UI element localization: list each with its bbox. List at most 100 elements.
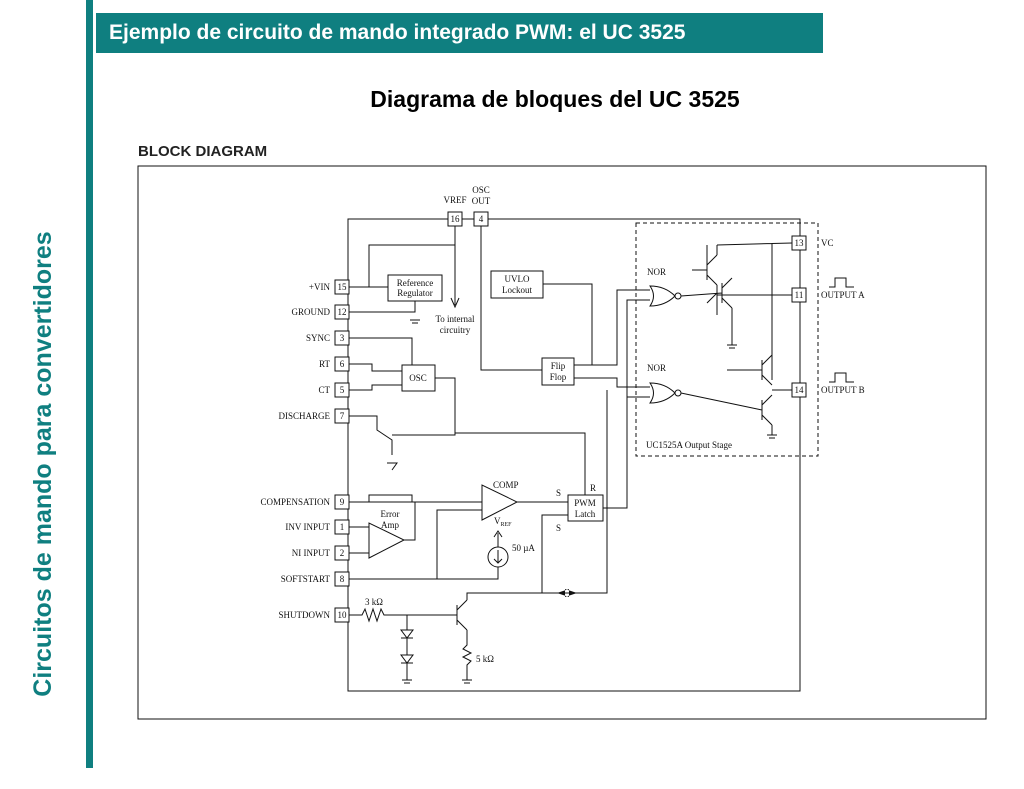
wire-vref xyxy=(450,226,460,309)
wire-uvlo xyxy=(543,283,593,365)
wire-ff-nor-b xyxy=(574,377,650,388)
wire-rt xyxy=(349,363,402,372)
nor-b-bubble xyxy=(674,389,682,397)
resistor-5k-label: 5 kΩ xyxy=(476,654,494,664)
pin-8-label: SOFTSTART xyxy=(281,574,331,584)
block-diagram-label: BLOCK DIAGRAM xyxy=(138,143,268,160)
ground-q2 xyxy=(727,308,737,349)
wire-osc-latch xyxy=(435,377,586,495)
oscillator-block xyxy=(401,364,436,392)
outer-frame xyxy=(137,165,987,720)
output-transistors xyxy=(680,242,793,439)
flip-flop-block xyxy=(541,357,575,386)
pin-4-num: 4 xyxy=(479,214,484,224)
pin-9-label: COMPENSATION xyxy=(260,497,330,507)
pin-2-num: 2 xyxy=(340,548,345,558)
pin-1-label: INV INPUT xyxy=(285,522,330,532)
slide-subtitle: Diagrama de bloques del UC 3525 xyxy=(370,86,740,112)
q1-wires xyxy=(706,245,718,315)
right-pins: 13 VC 11 OUTPUT A 14 OUTPUT B xyxy=(791,235,865,398)
q-shutdown-icon xyxy=(456,599,468,631)
nor-b-label: NOR xyxy=(647,363,666,373)
erroramp-label-2: Amp xyxy=(381,520,400,530)
side-title: Circuitos de mando para convertidores xyxy=(29,231,57,697)
uvlo-label-1: UVLO xyxy=(505,274,530,284)
pulse-a-icon xyxy=(829,277,854,288)
wire-comp xyxy=(349,494,482,503)
pin-3-num: 3 xyxy=(340,333,345,343)
wiring xyxy=(349,226,650,684)
pin-5-label: CT xyxy=(318,385,330,395)
pin-8-num: 8 xyxy=(340,574,345,584)
arrow-marks xyxy=(557,589,577,597)
comp-label: COMP xyxy=(493,480,519,490)
top-pins: 16 VREF 4 OSC OUT xyxy=(443,185,491,227)
pin-9-num: 9 xyxy=(340,497,345,507)
wire-discharge xyxy=(349,415,398,471)
latch-s2: S xyxy=(556,523,561,533)
pin-12-label: GROUND xyxy=(291,307,330,317)
q3-icon xyxy=(727,354,773,386)
pin-10-label: SHUTDOWN xyxy=(279,610,331,620)
pin-11-label: OUTPUT A xyxy=(821,290,865,300)
wire-ct xyxy=(349,384,402,391)
pin-10-num: 10 xyxy=(338,610,348,620)
pin-16-label: VREF xyxy=(443,195,466,205)
to-internal-label-1: To internal xyxy=(435,314,475,324)
erroramp-label-1: Error xyxy=(381,509,400,519)
resistor-3k-label: 3 kΩ xyxy=(365,597,383,607)
ref-reg-label-2: Regulator xyxy=(397,288,433,298)
pin-7-label: DISCHARGE xyxy=(278,411,330,421)
pin-7-num: 7 xyxy=(340,411,345,421)
current-label: 50 µA xyxy=(512,543,535,553)
ref-reg-label-1: Reference xyxy=(397,278,433,288)
current-arrow-icon xyxy=(493,550,503,564)
latch-r: R xyxy=(590,483,596,493)
ground-q4 xyxy=(767,425,777,439)
uvlo-label-2: Lockout xyxy=(502,285,532,295)
pin-6-num: 6 xyxy=(340,359,345,369)
wire-current xyxy=(437,567,499,580)
pin-14-label: OUTPUT B xyxy=(821,385,865,395)
latch-s1: S xyxy=(556,488,561,498)
wire-osc-out xyxy=(480,226,542,371)
wire-ea-inputs xyxy=(349,526,369,554)
slide-header: Ejemplo de circuito de mando integrado P… xyxy=(96,13,823,53)
flipflop-label-2: Flop xyxy=(550,372,567,382)
wire-softstart xyxy=(349,509,482,580)
pin-11-num: 11 xyxy=(795,290,804,300)
wire-latch-nor xyxy=(603,299,650,509)
q4-icon xyxy=(680,392,773,426)
wire-ff-nor-a xyxy=(574,289,650,366)
pin-4-label-2: OUT xyxy=(472,196,491,206)
wire-shutdown xyxy=(466,390,608,600)
ic-body xyxy=(347,218,801,692)
pwm-label-2: Latch xyxy=(575,509,596,519)
pin-5-num: 5 xyxy=(340,385,345,395)
block-diagram: 15 +VIN 12 GROUND 3 SYNC 6 RT 5 CT 7 DIS… xyxy=(137,165,989,728)
pin-15-label: +VIN xyxy=(309,282,331,292)
pin-12-num: 12 xyxy=(338,307,347,317)
pin-14-num: 14 xyxy=(795,385,805,395)
output-stage-label: UC1525A Output Stage xyxy=(646,440,732,450)
pin-15-num: 15 xyxy=(338,282,348,292)
wire-latch-s2 xyxy=(541,514,568,593)
diodes-icon xyxy=(400,615,414,684)
side-accent-bar xyxy=(86,0,93,768)
pin-4-label-1: OSC xyxy=(472,185,490,195)
pin-6-label: RT xyxy=(319,359,330,369)
pwm-label-1: PWM xyxy=(574,498,596,508)
error-amp-triangle xyxy=(368,522,406,559)
pin-16-num: 16 xyxy=(451,214,461,224)
nor-a-bubble xyxy=(674,292,682,300)
pulse-b-icon xyxy=(829,372,854,383)
left-pins: 15 +VIN 12 GROUND 3 SYNC 6 RT 5 CT 7 DIS… xyxy=(260,279,350,623)
wire-sync xyxy=(349,337,413,365)
output-stage-frame xyxy=(635,222,819,457)
osc-label: OSC xyxy=(409,373,427,383)
pin-3-label: SYNC xyxy=(306,333,330,343)
vref-arrow xyxy=(493,530,503,547)
nor-gate-a xyxy=(649,285,676,307)
flipflop-label-1: Flip xyxy=(551,361,566,371)
pin-13-label: VC xyxy=(821,238,834,248)
